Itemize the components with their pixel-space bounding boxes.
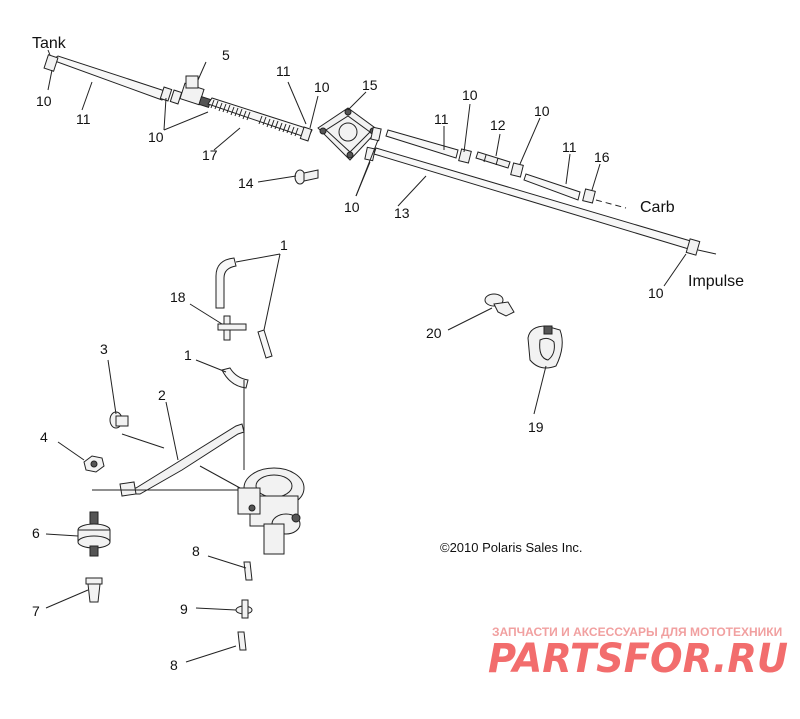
clamp-10-carb-b xyxy=(510,162,524,178)
part-number: 10 xyxy=(36,93,52,109)
leader-lines-low xyxy=(45,359,247,663)
part-number: 10 xyxy=(314,79,330,95)
tee-fitting-18 xyxy=(217,315,247,341)
label-carb: Carb xyxy=(640,199,675,216)
part-number: 16 xyxy=(594,149,610,165)
bolt-3 xyxy=(109,411,129,429)
part-number: 14 xyxy=(238,175,254,191)
part-number: 11 xyxy=(76,111,91,127)
shutoff-valve-5 xyxy=(179,75,212,108)
part-number: 1 xyxy=(184,347,192,363)
watermark: ЗАПЧАСТИ И АКСЕССУАРЫ ДЛЯ МОТОТЕХНИКИ PA… xyxy=(488,625,788,682)
spring-hose-17 xyxy=(207,97,313,139)
leader-lines-top xyxy=(47,49,687,287)
part-number: 1 xyxy=(280,237,288,253)
part-number: 10 xyxy=(462,87,478,103)
clamp-10-carb-a xyxy=(458,148,472,164)
part-number: 10 xyxy=(148,129,164,145)
clamp-16 xyxy=(582,188,596,204)
part-number: 9 xyxy=(180,601,188,617)
part-number: 2 xyxy=(158,387,166,403)
part-number: 10 xyxy=(534,103,550,119)
part-number: 18 xyxy=(170,289,186,305)
clamp-19 xyxy=(527,325,563,369)
fuel-line-assembly xyxy=(43,54,717,256)
clip-9 xyxy=(235,599,253,619)
label-impulse: Impulse xyxy=(688,273,744,290)
leader-lines-right xyxy=(447,307,547,415)
rubber-mount-6 xyxy=(77,511,111,557)
part-number: 5 xyxy=(222,47,230,63)
hose-11-carb-b xyxy=(523,173,581,201)
part-number: 4 xyxy=(40,429,48,445)
part-number: 11 xyxy=(276,63,291,79)
vent-hose-1c xyxy=(221,367,249,389)
clamp-10-left-b xyxy=(169,89,183,105)
clamp-10-pump-out-a xyxy=(370,126,382,142)
hose-11-tank xyxy=(50,55,169,101)
pin-8b xyxy=(237,631,247,651)
diagram-labels: Tank Carb Impulse 10 11 5 10 17 11 10 15… xyxy=(32,35,744,673)
carburetor xyxy=(237,467,305,555)
clamp-10-left-a xyxy=(159,86,173,102)
impulse-continuation-line xyxy=(697,249,717,255)
part-number: 11 xyxy=(562,139,577,155)
part-number: 13 xyxy=(394,205,410,221)
leader-lines-mid xyxy=(189,253,281,373)
mount-bracket-2 xyxy=(119,423,245,497)
carb-continuation-line xyxy=(595,199,627,209)
grommet-7 xyxy=(85,577,103,603)
watermark-tagline: ЗАПЧАСТИ И АКСЕССУАРЫ ДЛЯ МОТОТЕХНИКИ xyxy=(492,625,782,639)
part-number: 8 xyxy=(170,657,178,673)
part-number: 15 xyxy=(362,77,378,93)
vent-hose-1a xyxy=(215,257,237,309)
part-number: 8 xyxy=(192,543,200,559)
bolt-20 xyxy=(484,293,515,317)
watermark-brand: PARTSFOR.RU xyxy=(488,636,788,682)
clamp-10-pump-out-b xyxy=(364,146,376,162)
screw-14 xyxy=(294,169,319,185)
vent-hoses xyxy=(215,257,273,470)
clamp-10-impulse xyxy=(685,238,701,256)
nut-4 xyxy=(83,455,105,473)
part-number: 7 xyxy=(32,603,40,619)
fuel-filter-12 xyxy=(475,151,511,169)
part-number: 19 xyxy=(528,419,544,435)
part-number: 6 xyxy=(32,525,40,541)
clamp-10-tank xyxy=(43,54,59,72)
hose-11-carb-a xyxy=(385,129,459,159)
clamp-10-pump-in xyxy=(299,126,313,142)
part-number: 12 xyxy=(490,117,506,133)
part-number: 11 xyxy=(434,111,449,127)
pin-8a xyxy=(243,561,253,581)
part-number: 20 xyxy=(426,325,442,341)
part-number: 10 xyxy=(648,285,664,301)
fuel-pump-15 xyxy=(317,107,379,161)
label-tank: Tank xyxy=(32,35,67,52)
part-number: 3 xyxy=(100,341,108,357)
part-number: 10 xyxy=(344,199,360,215)
part-number: 17 xyxy=(202,147,218,163)
vent-hose-1b xyxy=(257,329,273,359)
copyright-text: ©2010 Polaris Sales Inc. xyxy=(440,540,583,555)
